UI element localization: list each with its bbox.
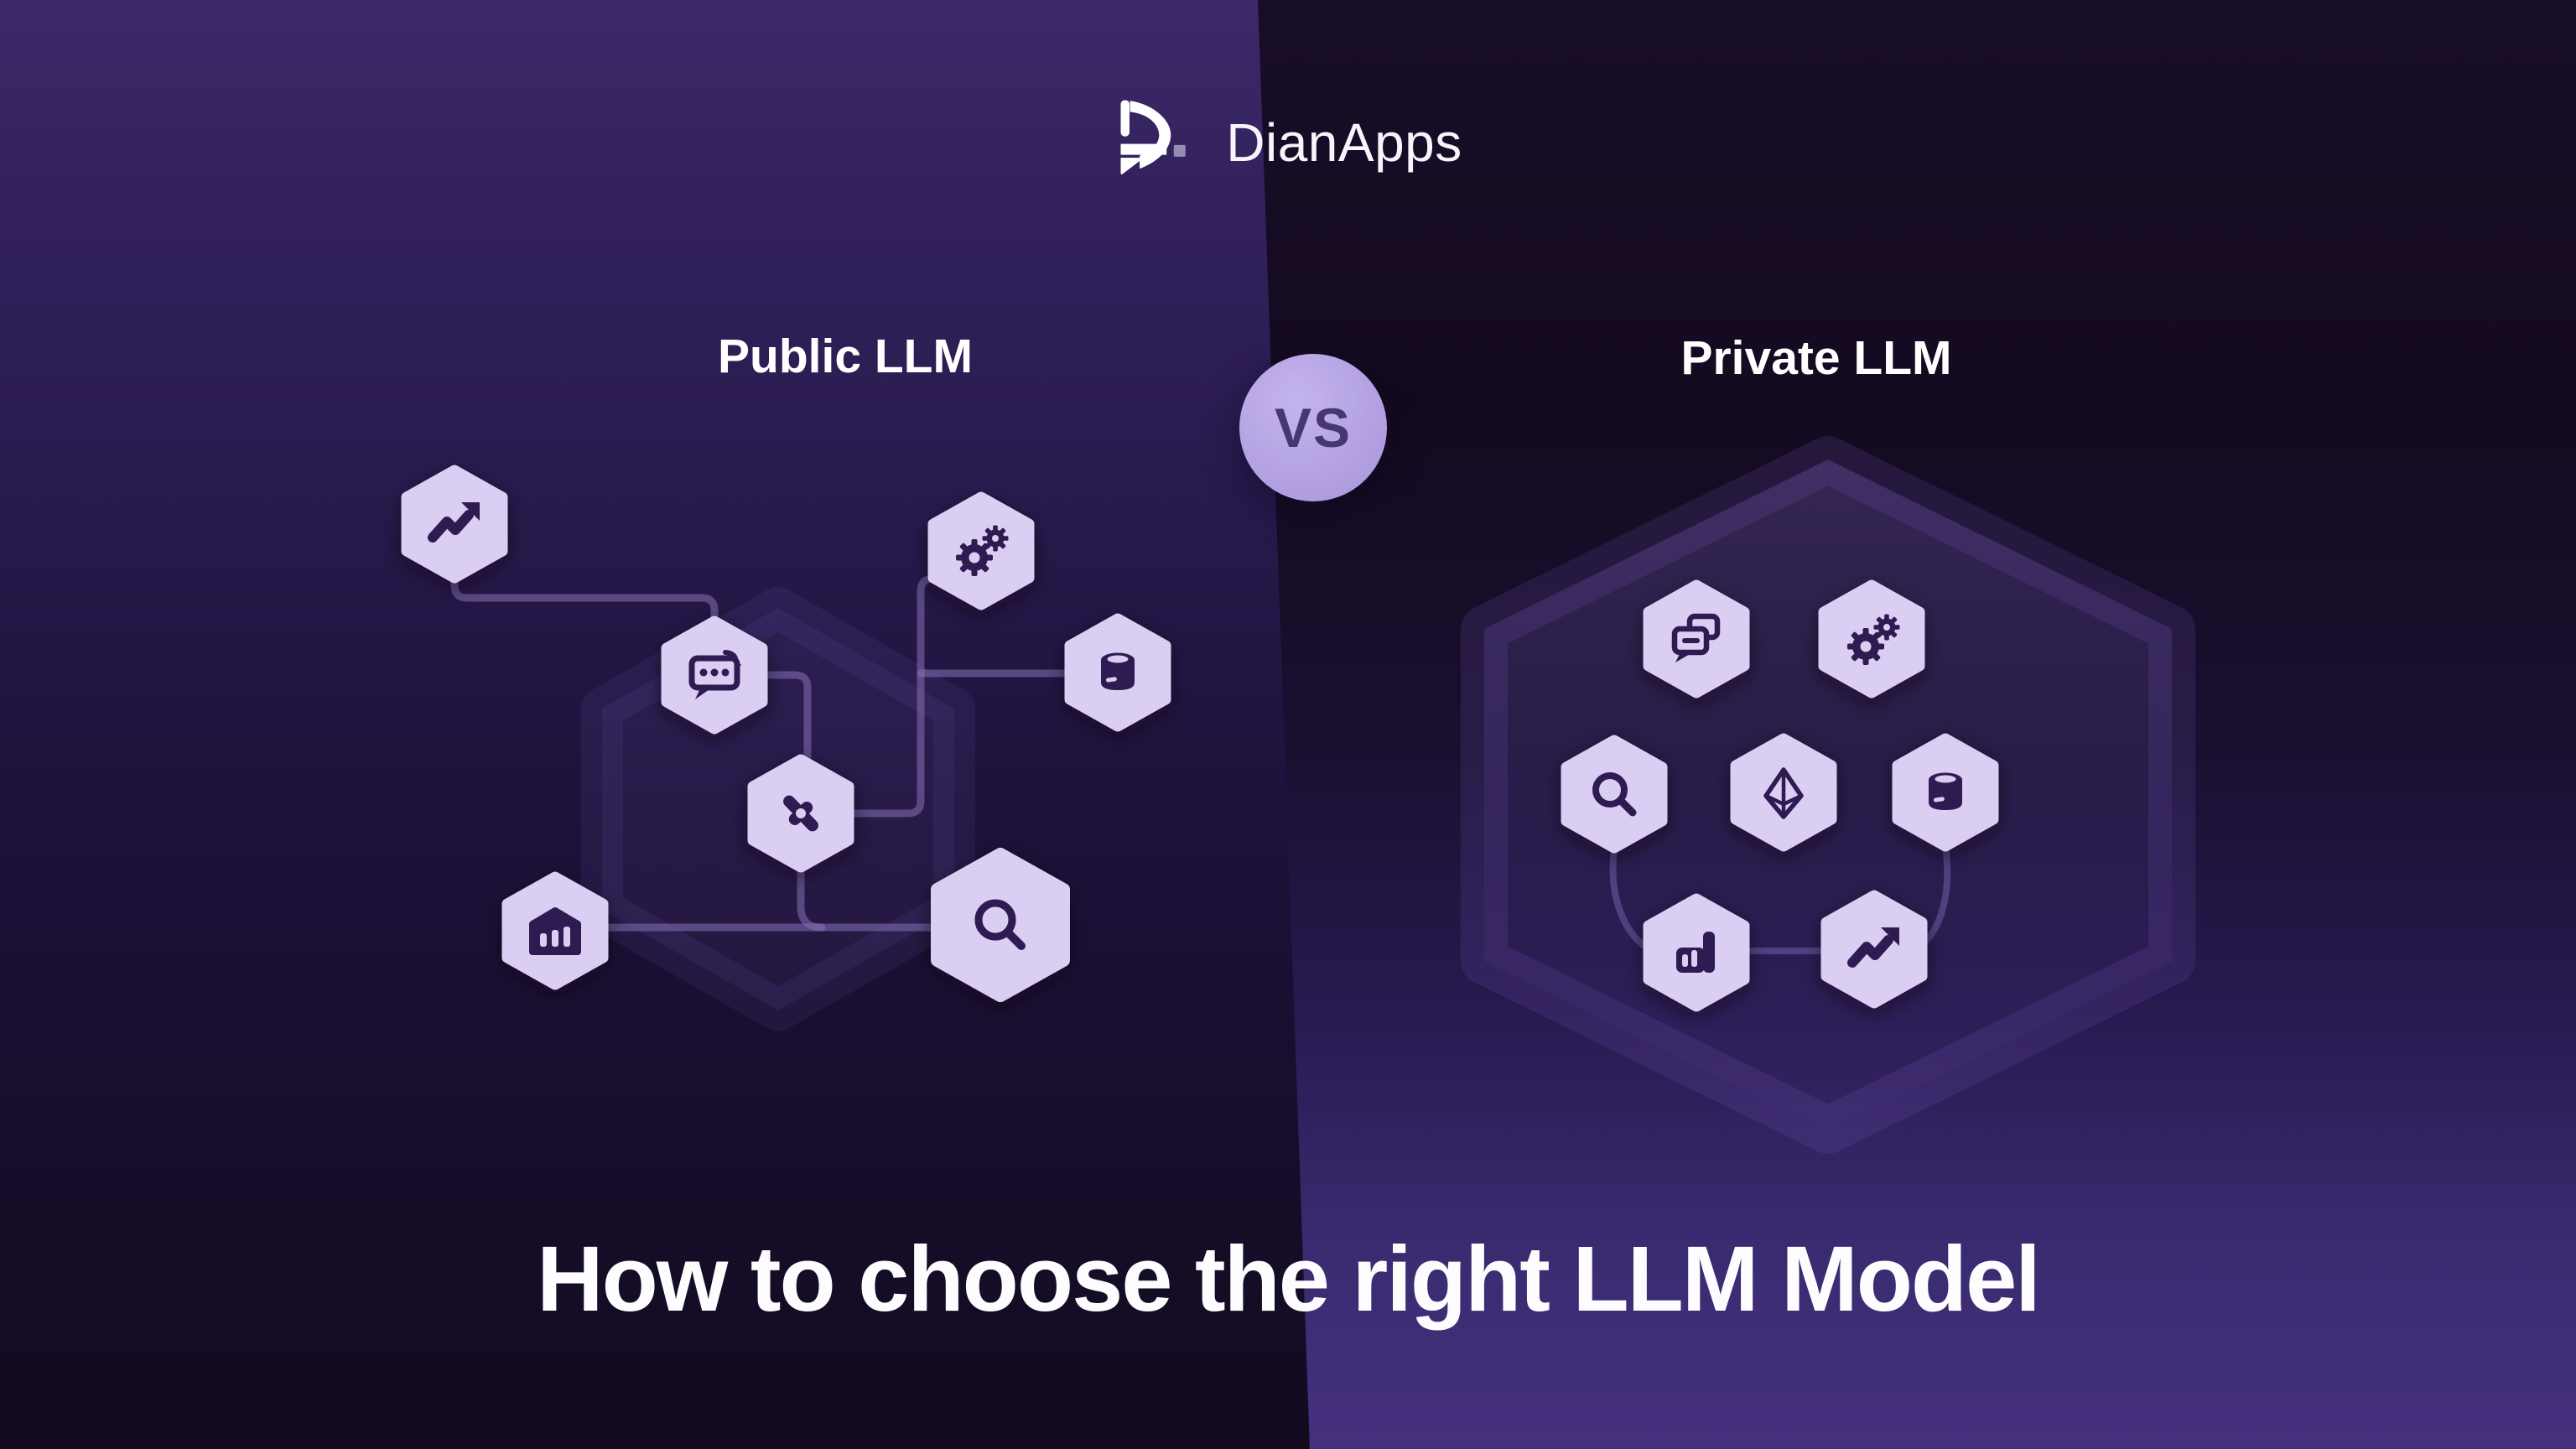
tool-cross-icon — [783, 795, 818, 832]
gears-icon — [956, 525, 1009, 576]
hexagon-database-private — [1892, 733, 1999, 852]
search-icon — [974, 899, 1026, 950]
public-llm-label: Public LLM — [718, 330, 973, 383]
hexagon-tool-cross — [747, 754, 854, 873]
ethereum-diamond-icon — [1763, 767, 1804, 819]
search-icon — [1592, 772, 1637, 817]
gears-icon — [1847, 614, 1900, 665]
vs-badge: VS — [1239, 354, 1387, 501]
bar-chart-icon — [1676, 932, 1715, 973]
chat-sync-icon — [688, 650, 741, 699]
hexagon-search — [931, 848, 1070, 1002]
hexagon-ethereum — [1730, 733, 1837, 852]
page-title: How to choose the right LLM Model — [537, 1228, 2041, 1331]
hexagon-gears — [927, 491, 1035, 610]
private-llm-cluster — [1461, 436, 2195, 1154]
hexagon-database — [1064, 613, 1171, 732]
trending-up-icon — [1847, 927, 1899, 968]
database-icon — [1929, 772, 1962, 810]
chat-duplicate-icon — [1671, 613, 1721, 662]
hexagon-search-private — [1561, 735, 1668, 854]
private-llm-label: Private LLM — [1680, 331, 1952, 385]
hexagon-bar-chart — [1643, 893, 1750, 1012]
brand-name: DianApps — [1226, 112, 1462, 173]
brand-header: DianApps — [0, 91, 2576, 195]
hexagon-chat-sync — [661, 615, 768, 735]
hexagon-gears-private — [1818, 579, 1925, 699]
hexagon-chat-duplicate — [1643, 579, 1750, 699]
dianapps-logo-icon — [1120, 100, 1186, 175]
public-llm-cluster — [401, 465, 1171, 1031]
hexagon-bar-chart-pentagon — [501, 871, 609, 990]
vs-label: VS — [1274, 397, 1353, 459]
hexagon-trending-up-private — [1820, 890, 1928, 1009]
hexagon-trending-up — [401, 465, 508, 584]
trending-up-icon — [428, 502, 480, 543]
database-icon — [1101, 652, 1135, 690]
bar-chart-pentagon-icon — [529, 907, 581, 955]
